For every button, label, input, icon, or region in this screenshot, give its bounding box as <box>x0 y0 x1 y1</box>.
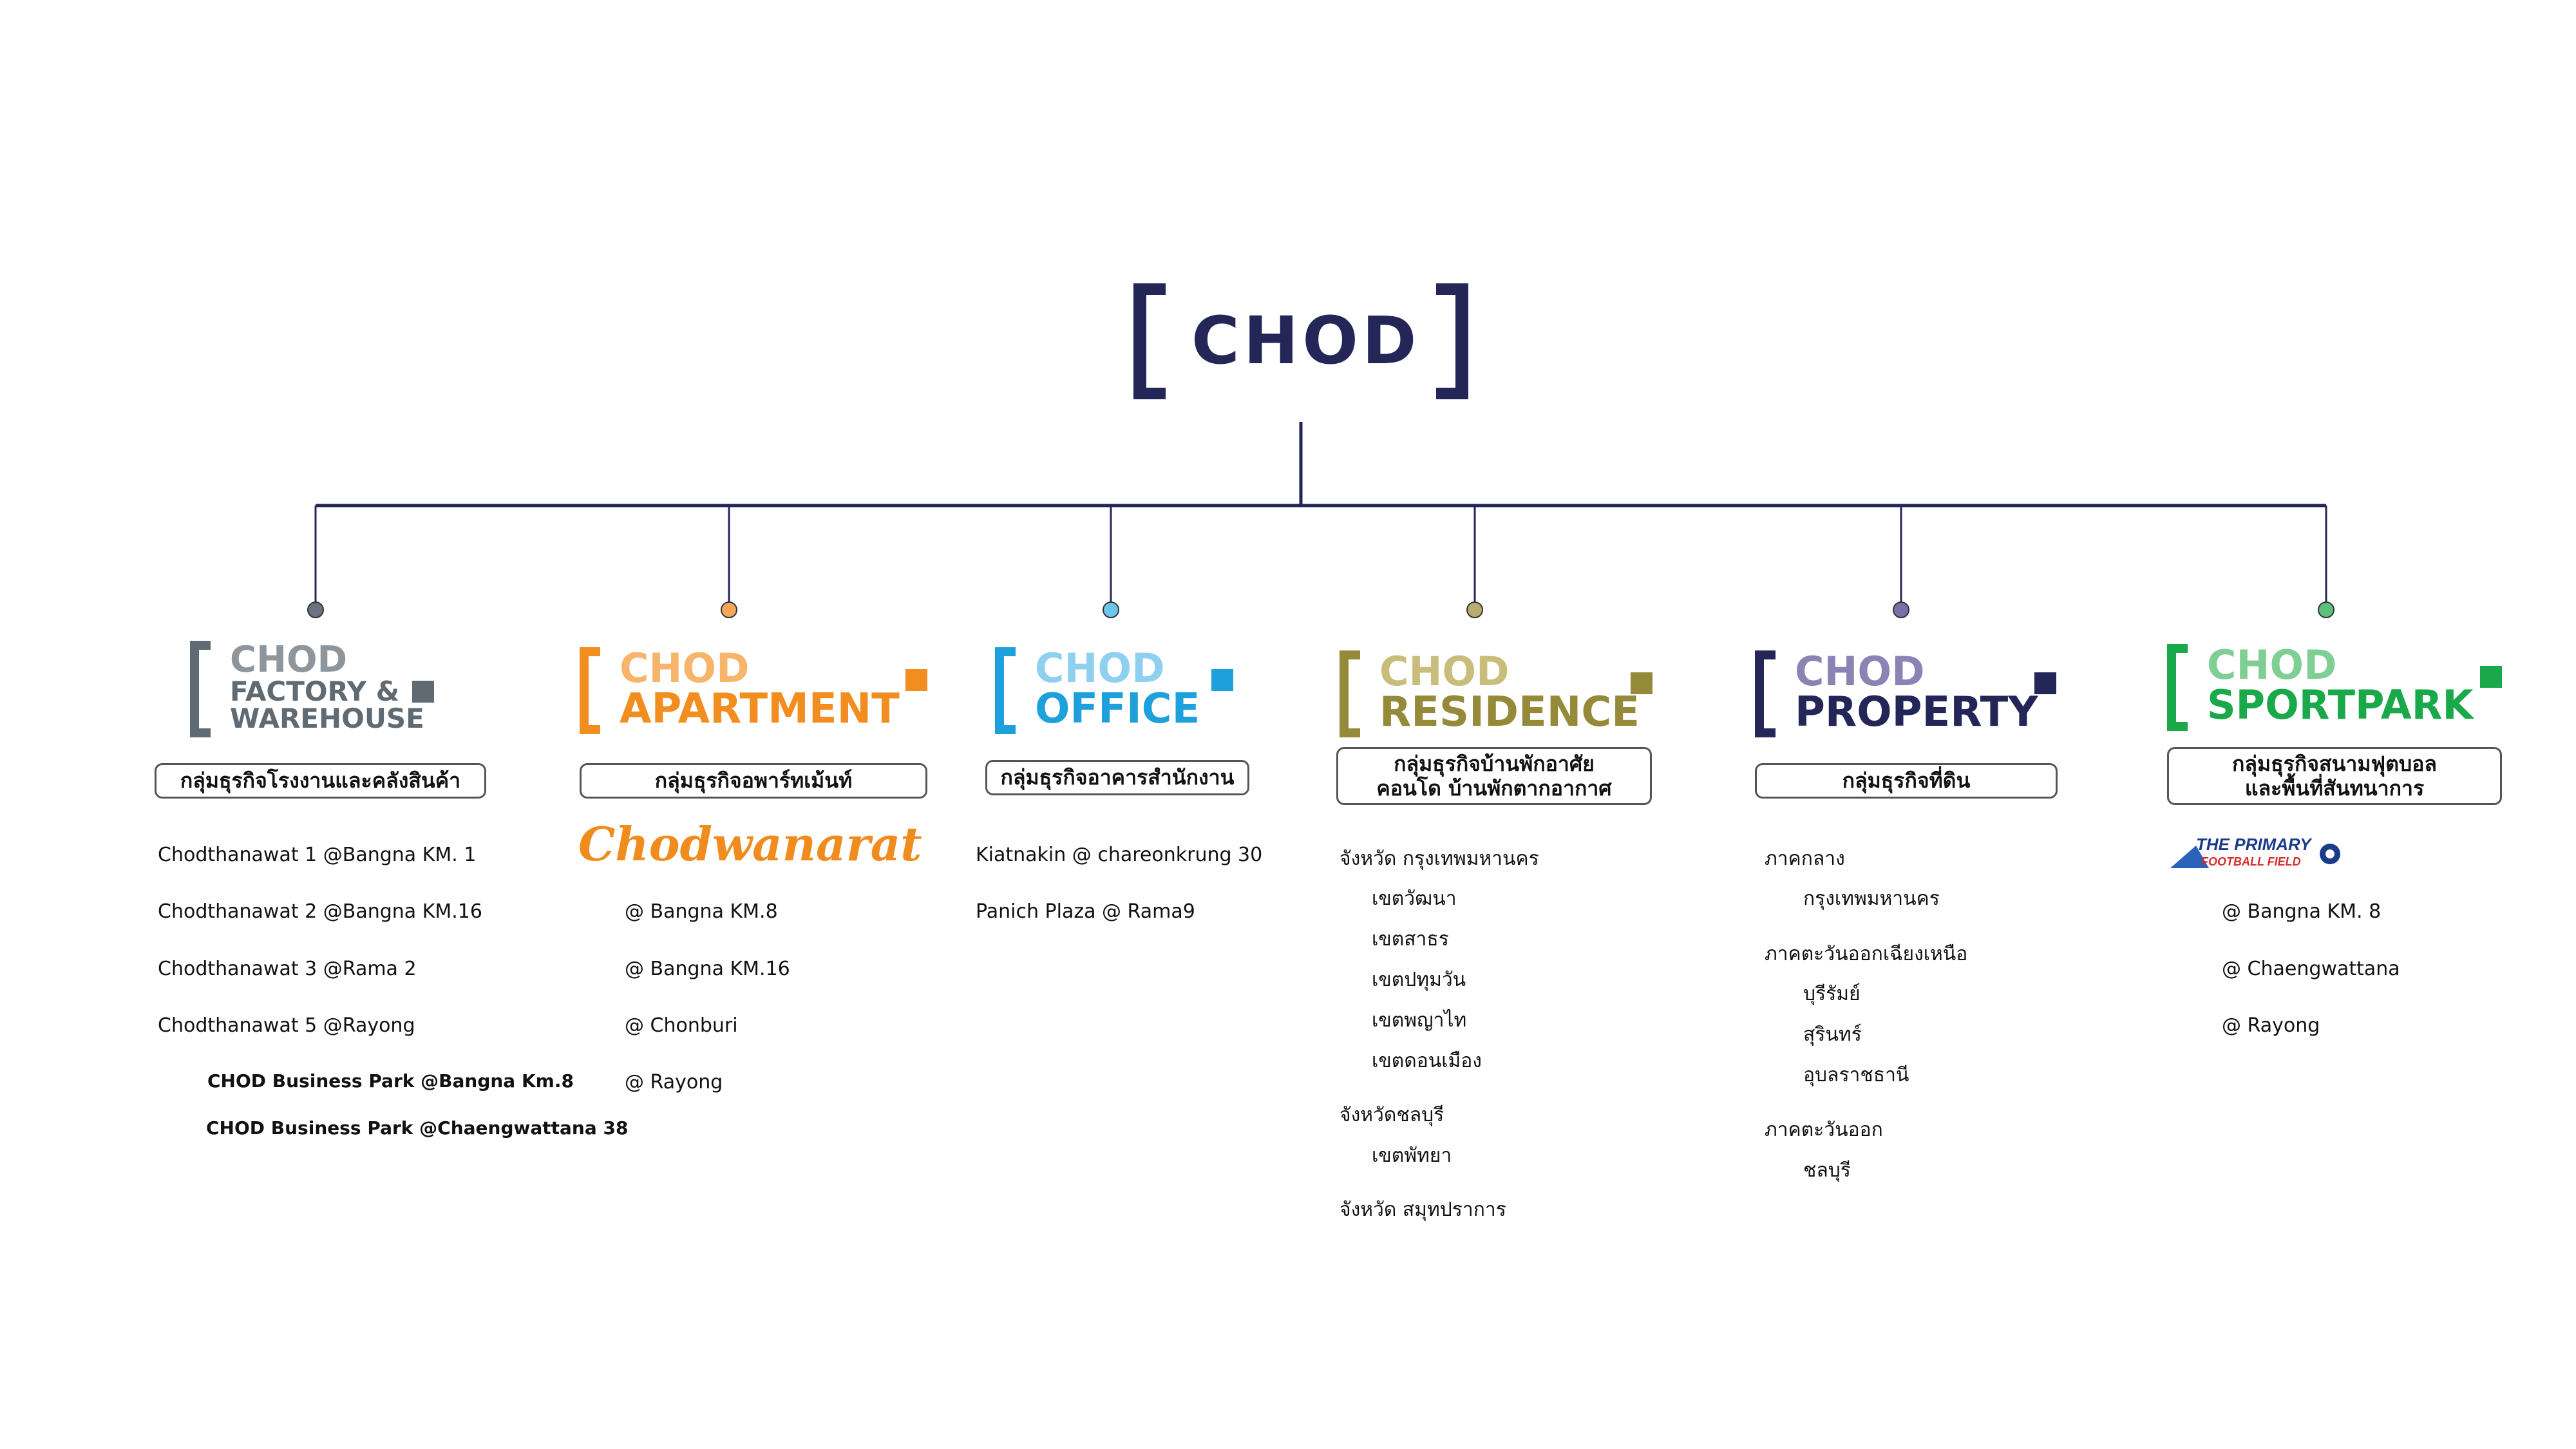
svg-text:THE PRIMARY: THE PRIMARY <box>2196 835 2313 854</box>
logo-left-bracket <box>1133 283 1166 399</box>
logo-word-chod: CHOD <box>1035 645 1165 692</box>
group-title: จังหวัดชลบุรี <box>1340 1104 1444 1126</box>
group-title: ภาคตะวันออก <box>1765 1119 1883 1141</box>
group-label-line: คอนโด บ้านพักตากอากาศ <box>1376 776 1612 800</box>
group-title: ภาคกลาง <box>1765 848 1845 870</box>
logo-word-factory: FACTORY & <box>230 676 400 707</box>
list-item: ชลบุรี <box>1803 1159 1851 1182</box>
group-label-residence: กลุ่มธุรกิจบ้านพักอาศัย คอนโด บ้านพักตาก… <box>1336 747 1652 805</box>
logo-bracket <box>1755 650 1776 737</box>
chodwanarat-brand-logo: Chodwanarat <box>578 817 922 871</box>
connector-dot-factory <box>307 601 324 618</box>
logo-word-chod: CHOD <box>2207 641 2337 688</box>
group-title: จังหวัด กรุงเทพมหานคร <box>1340 848 1539 870</box>
logo-word-chod: CHOD <box>620 645 750 692</box>
logo-square <box>2480 666 2502 688</box>
group-label-factory: กลุ่มธุรกิจโรงงานและคลังสินค้า <box>155 763 486 799</box>
list-item: เขตพญาไท <box>1372 1009 1467 1032</box>
connector-dot-sportpark <box>2318 601 2334 618</box>
logo-chod-apartment: CHOD APARTMENT <box>580 647 927 744</box>
logo-square <box>905 669 927 691</box>
logo-chod-sportpark: CHOD SPORTPARK <box>2167 644 2502 741</box>
main-logo-text: CHOD <box>1191 303 1421 379</box>
logo-bracket <box>2167 644 2188 731</box>
logo-word-chod: CHOD <box>1795 648 1925 695</box>
logo-square <box>1631 672 1653 694</box>
group-label-office: กลุ่มธุรกิจอาคารสำนักงาน <box>985 760 1249 795</box>
list-item: บุรีรัมย์ <box>1803 983 1861 1005</box>
group-label-apartment: กลุ่มธุรกิจอพาร์ทเม้นท์ <box>580 763 927 799</box>
logo-bracket <box>1340 650 1360 737</box>
primary-football-field-logo: THE PRIMARY FOOTBALL FIELD <box>2170 835 2340 868</box>
list-item: @ Chaengwattana <box>2222 958 2400 980</box>
group-label-line: และพื้นที่สันทนาการ <box>2244 776 2425 800</box>
logo-square <box>1211 669 1233 691</box>
list-item: @ Rayong <box>2222 1014 2320 1037</box>
list-item: สุรินทร์ <box>1803 1023 1862 1046</box>
logo-bracket <box>580 647 600 734</box>
logo-word-chod: CHOD <box>230 639 348 681</box>
list-item: Chodthanawat 3 @Rama 2 <box>158 958 417 980</box>
list-item: Chodthanawat 1 @Bangna KM. 1 <box>158 844 477 866</box>
svg-text:FOOTBALL FIELD: FOOTBALL FIELD <box>2201 855 2301 868</box>
list-item: @ Bangna KM.8 <box>625 900 778 923</box>
list-item: Chodthanawat 5 @Rayong <box>158 1014 415 1037</box>
logo-word-warehouse: WAREHOUSE <box>230 703 424 734</box>
list-item: เขตพัทยา <box>1372 1144 1452 1167</box>
logo-chod-residence: CHOD RESIDENCE <box>1340 650 1655 747</box>
group-label-property: กลุ่มธุรกิจที่ดิน <box>1755 763 2058 799</box>
logo-bracket <box>995 647 1016 734</box>
list-item: Kiatnakin @ chareonkrung 30 <box>976 844 1263 866</box>
logo-chod-factory-warehouse: CHOD FACTORY & WAREHOUSE <box>190 641 441 737</box>
list-item: Panich Plaza @ Rama9 <box>976 900 1195 923</box>
list-item: อุบลราชธานี <box>1803 1064 1909 1086</box>
connector-dot-residence <box>1466 601 1483 618</box>
list-item: @ Chonburi <box>625 1014 738 1037</box>
connector-dot-office <box>1103 601 1119 618</box>
list-item: @ Rayong <box>625 1071 723 1094</box>
group-label-sportpark: กลุ่มธุรกิจสนามฟุตบอล และพื้นที่สันทนากา… <box>2167 747 2502 805</box>
group-label-line: กลุ่มธุรกิจสนามฟุตบอล <box>2232 751 2437 776</box>
list-item: เขตปทุมวัน <box>1372 969 1466 991</box>
list-item: เขตวัฒนา <box>1372 887 1457 910</box>
list-item: เขตสาธร <box>1372 928 1449 951</box>
logo-word-property: PROPERTY <box>1795 688 2038 736</box>
logo-chod-property: CHOD PROPERTY <box>1755 650 2058 747</box>
list-item: Chodthanawat 2 @Bangna KM.16 <box>158 900 482 923</box>
logo-right-bracket <box>1436 283 1468 399</box>
list-item: @ Bangna KM. 8 <box>2222 900 2382 923</box>
logo-chod-office: CHOD OFFICE <box>995 647 1246 744</box>
logo-square <box>2034 672 2056 694</box>
logo-word-chod: CHOD <box>1379 648 1510 695</box>
list-sub-item: CHOD Business Park @Chaengwattana 38 <box>206 1117 629 1139</box>
group-title: จังหวัด สมุทปราการ <box>1340 1198 1506 1221</box>
group-label-line: กลุ่มธุรกิจบ้านพักอาศัย <box>1394 751 1595 776</box>
connector-dot-apartment <box>721 601 737 618</box>
logo-word-apartment: APARTMENT <box>620 685 900 733</box>
logo-square <box>412 681 434 703</box>
list-item: กรุงเทพมหานคร <box>1803 887 1940 910</box>
logo-bracket <box>190 641 211 737</box>
chod-main-logo: CHOD <box>1133 283 1468 399</box>
connector-dot-property <box>1893 601 1909 618</box>
logo-word-residence: RESIDENCE <box>1379 688 1640 736</box>
list-sub-item: CHOD Business Park @Bangna Km.8 <box>207 1070 574 1092</box>
logo-word-sportpark: SPORTPARK <box>2207 681 2474 728</box>
group-title: ภาคตะวันออกเฉียงเหนือ <box>1765 943 1968 965</box>
list-item: เขตดอนเมือง <box>1372 1050 1482 1072</box>
list-item: @ Bangna KM.16 <box>625 958 790 980</box>
logo-word-office: OFFICE <box>1035 685 1200 733</box>
